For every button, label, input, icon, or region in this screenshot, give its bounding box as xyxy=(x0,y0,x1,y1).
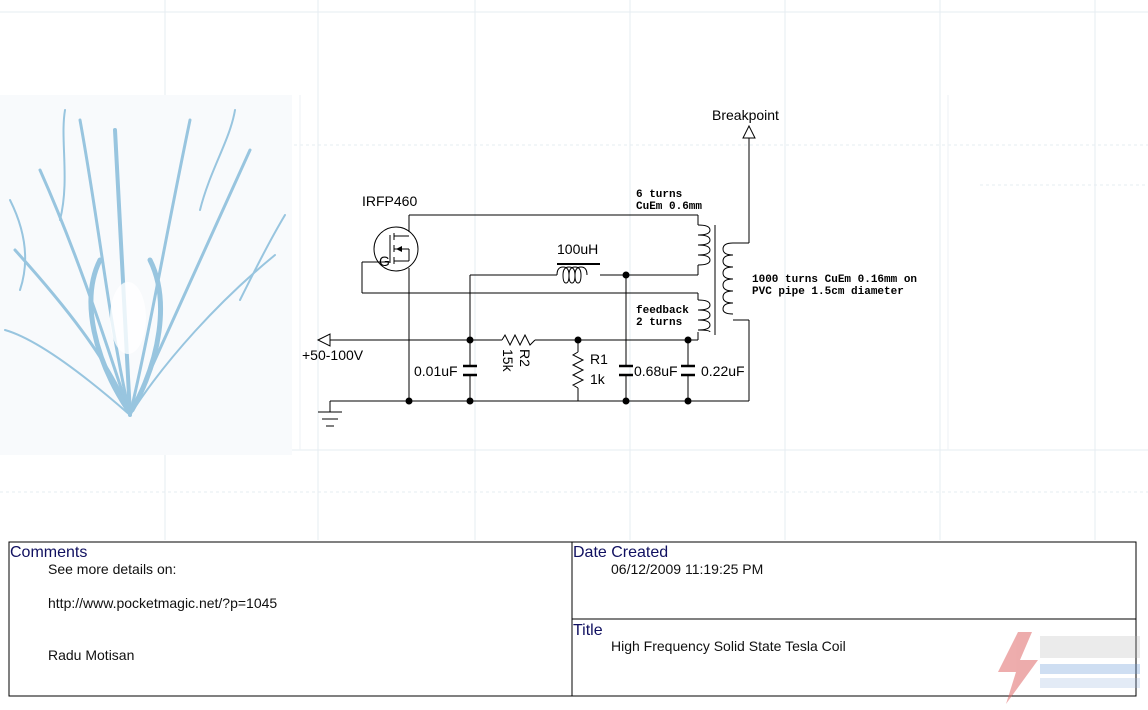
r2-name: R2 xyxy=(517,349,533,367)
primary-label-2: CuEm 0.6mm xyxy=(636,201,702,213)
title-value: High Frequency Solid State Tesla Coil xyxy=(611,638,846,654)
capacitor-c3 xyxy=(681,364,695,377)
r1-name: R1 xyxy=(590,351,608,367)
primary-coil xyxy=(697,224,711,266)
capacitor-c2 xyxy=(619,364,633,377)
comments-line-1: See more details on: xyxy=(48,561,176,577)
breakpoint-marker xyxy=(742,124,756,139)
comments-line-2: http://www.pocketmagic.net/?p=1045 xyxy=(48,595,277,611)
watermark-logo xyxy=(998,632,1140,704)
schematic-wires xyxy=(329,138,750,412)
date-value: 06/12/2009 11:19:25 PM xyxy=(611,561,763,577)
background-grid xyxy=(0,0,1148,540)
spark-image xyxy=(0,95,292,455)
junction-dots xyxy=(405,271,692,405)
comments-header: Comments xyxy=(10,544,87,561)
feedback-label-2: 2 turns xyxy=(636,317,682,329)
resistor-r1 xyxy=(571,351,585,389)
title-header: Title xyxy=(573,622,603,639)
resistor-r2 xyxy=(501,333,536,347)
inductor-100uh xyxy=(556,263,600,284)
feedback-coil xyxy=(697,299,711,333)
date-header: Date Created xyxy=(573,544,668,561)
gate-label: G xyxy=(379,253,390,269)
primary-label-1: 6 turns xyxy=(636,189,682,201)
secondary-coil xyxy=(722,242,734,315)
feedback-label-1: feedback xyxy=(636,305,689,317)
c2-label: 0.68uF xyxy=(634,363,678,379)
breakpoint-label: Breakpoint xyxy=(712,107,779,123)
inductor-label: 100uH xyxy=(557,241,598,257)
c1-label: 0.01uF xyxy=(414,363,458,379)
secondary-label-1: 1000 turns CuEm 0.16mm on xyxy=(752,274,917,286)
comments-line-3: Radu Motisan xyxy=(48,647,134,663)
secondary-label-2: PVC pipe 1.5cm diameter xyxy=(752,286,904,298)
capacitor-c1 xyxy=(463,364,477,377)
c3-label: 0.22uF xyxy=(701,363,745,379)
supply-port xyxy=(316,333,331,347)
r2-value: 15k xyxy=(500,349,516,373)
mosfet-label: IRFP460 xyxy=(362,193,417,209)
mosfet-symbol xyxy=(373,226,419,272)
r1-value: 1k xyxy=(590,371,606,387)
title-block xyxy=(8,541,1137,697)
ground-symbol xyxy=(318,411,342,427)
supply-label: +50-100V xyxy=(302,347,364,363)
